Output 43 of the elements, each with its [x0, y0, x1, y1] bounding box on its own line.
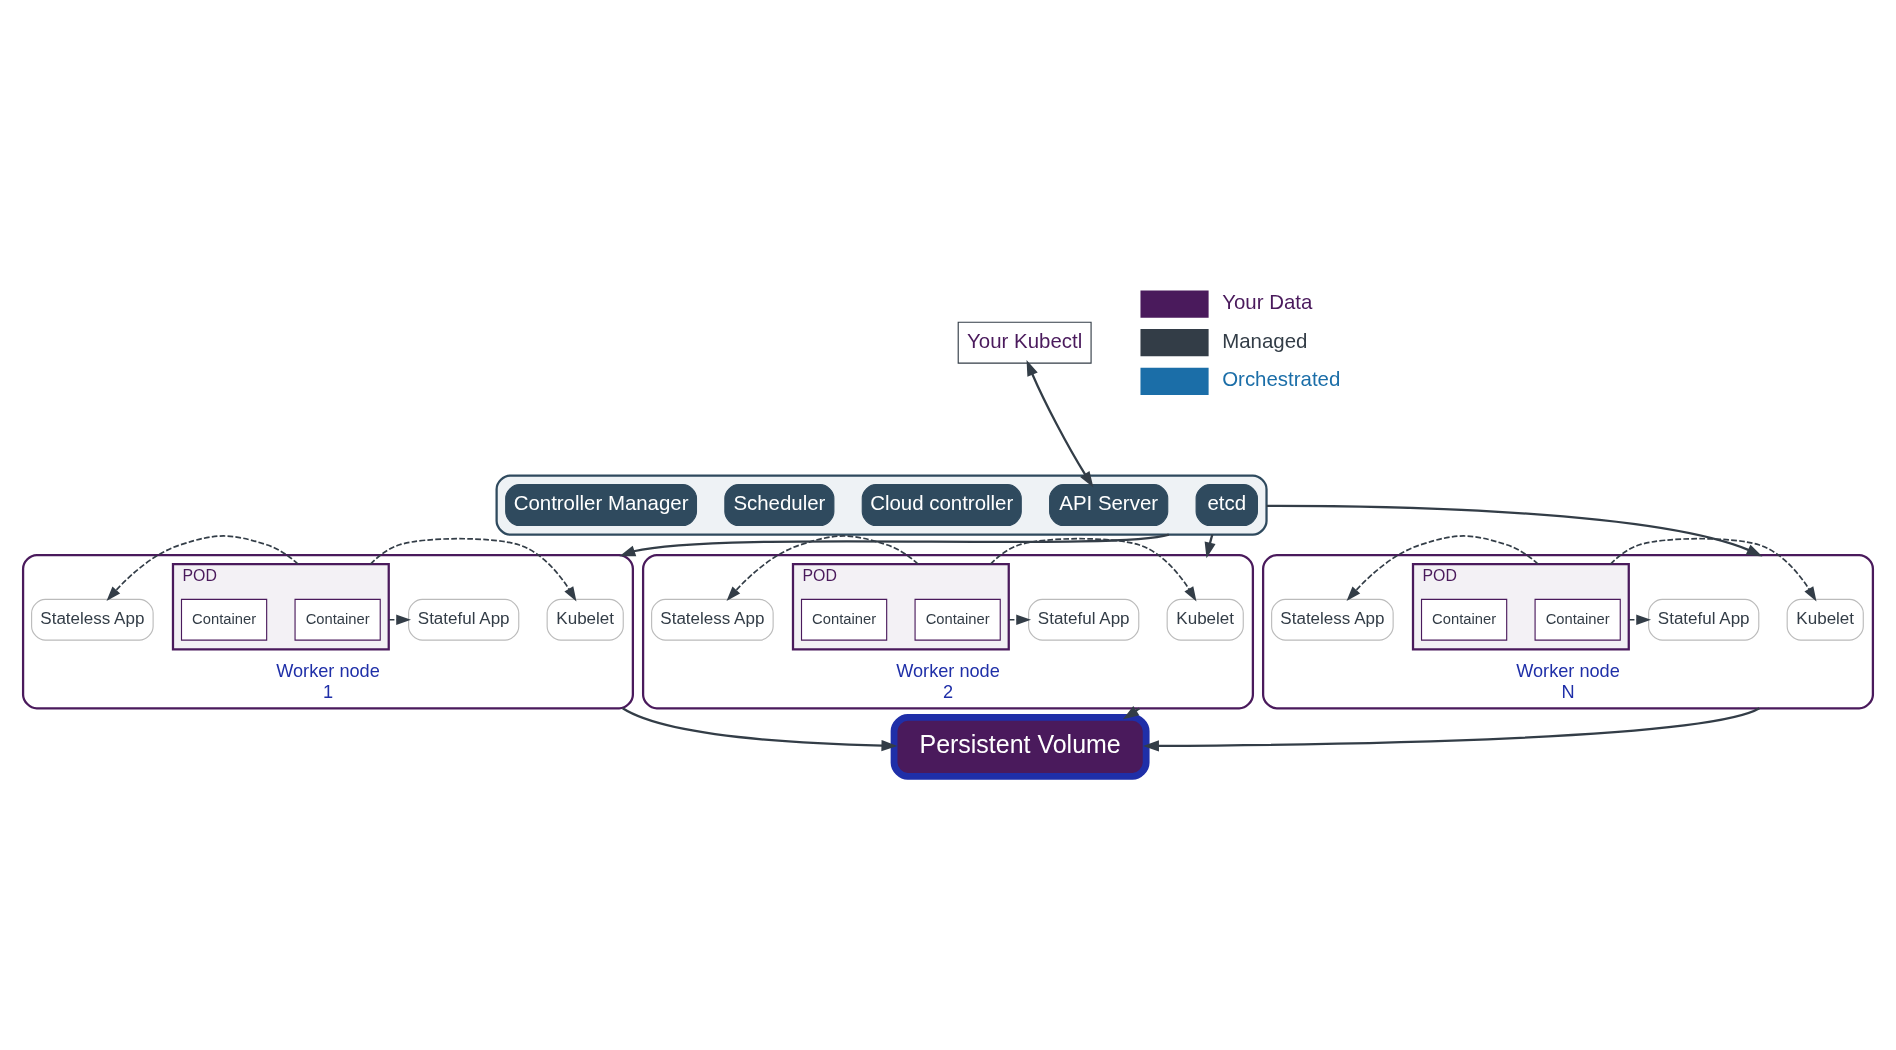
- arrow: [1346, 534, 1539, 601]
- node-label: N: [1561, 681, 1575, 702]
- arrow: [387, 614, 411, 625]
- node-box: Container: [800, 598, 888, 641]
- node-label: 2: [942, 681, 954, 702]
- arrow: [369, 537, 577, 601]
- legend-label: Your Data: [1222, 290, 1313, 313]
- arrow: [1266, 504, 1763, 556]
- arrow: [619, 532, 1170, 556]
- node-label: 1: [322, 681, 334, 702]
- node-box: Container: [1420, 598, 1508, 641]
- node-box: Container: [1534, 598, 1621, 641]
- arrow: [989, 537, 1197, 601]
- node-box: Container: [294, 598, 381, 641]
- node-box: Stateless App: [1271, 598, 1394, 641]
- node-box: Stateless App: [651, 598, 774, 641]
- node-box: Stateless App: [31, 598, 154, 641]
- cluster: [495, 473, 1268, 536]
- node-box: Stateful App: [1648, 598, 1760, 641]
- node-box: Kubelet: [1166, 598, 1244, 641]
- node-box: Scheduler: [724, 483, 835, 526]
- node-box: Controller Manager: [505, 483, 698, 526]
- arrow: [726, 534, 919, 601]
- arrow: [1627, 614, 1652, 625]
- node-box: Container: [180, 598, 268, 641]
- legend-label: Managed: [1222, 329, 1308, 352]
- node-box: Container: [914, 598, 1001, 641]
- arrow: [106, 534, 299, 601]
- arrow: [622, 706, 898, 751]
- arrow: [1026, 359, 1094, 487]
- arrow: [1143, 706, 1760, 751]
- node-box: Stateful App: [408, 598, 520, 641]
- node-box: Cloud controller: [861, 483, 1022, 526]
- node-box: Persistent Volume: [890, 713, 1150, 780]
- node-box: Your Kubectl: [957, 321, 1092, 364]
- arrow: [1007, 614, 1031, 625]
- node-box: etcd: [1195, 483, 1258, 526]
- arrow: [1609, 537, 1817, 601]
- node-box: API Server: [1049, 483, 1169, 526]
- node-box: Kubelet: [546, 598, 624, 641]
- node-box: Stateful App: [1028, 598, 1140, 641]
- node-box: Kubelet: [1786, 598, 1864, 641]
- legend-label: Orchestrated: [1222, 367, 1341, 390]
